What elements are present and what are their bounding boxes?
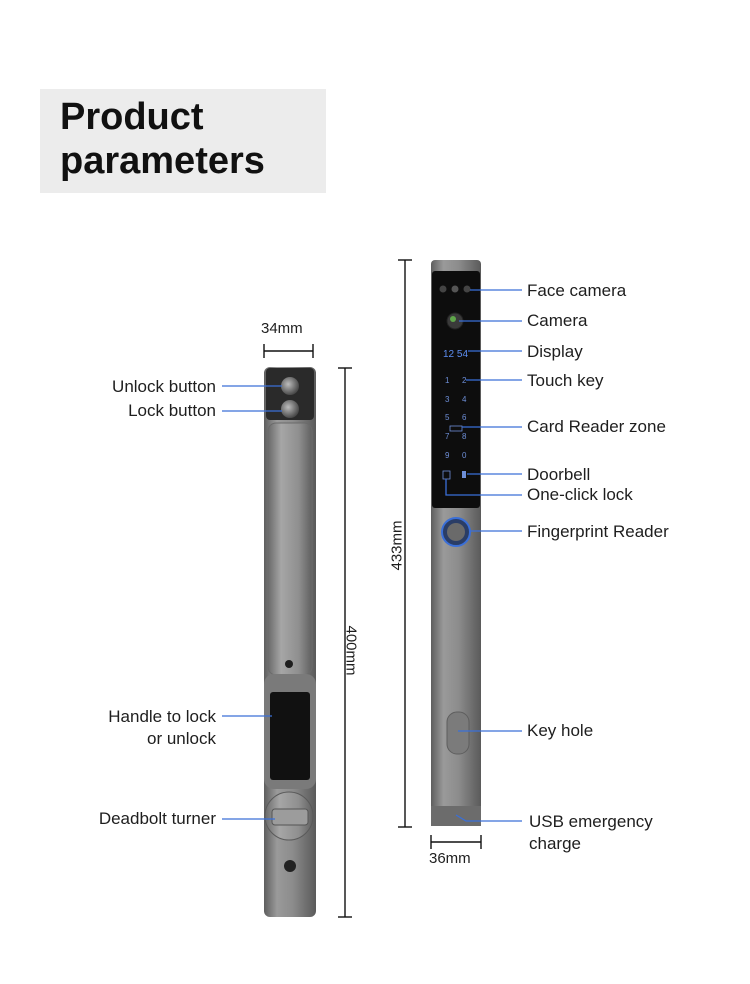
svg-text:5: 5: [445, 413, 450, 422]
leader-lines: [222, 289, 522, 822]
dim-left-height: 400mm: [342, 625, 360, 676]
inner-lock-body: [264, 367, 316, 917]
label-card-reader: Card Reader zone: [527, 417, 666, 436]
screw-hole: [285, 660, 293, 668]
deadbolt-turner-shape: [271, 808, 309, 826]
doorbell-icon: [462, 471, 466, 478]
label-usb-line1: USB emergency: [529, 812, 653, 831]
svg-text:4: 4: [462, 395, 467, 404]
dimension-lines: [263, 259, 482, 918]
dim-right-height: 433mm: [388, 520, 406, 571]
svg-text:6: 6: [462, 413, 467, 422]
label-fingerprint: Fingerprint Reader: [527, 522, 669, 541]
svg-text:8: 8: [462, 432, 467, 441]
label-one-click-lock: One-click lock: [527, 485, 633, 504]
svg-text:0: 0: [462, 451, 467, 460]
label-lock-button: Lock button: [128, 401, 216, 420]
usb-cover: [431, 806, 481, 826]
svg-text:1: 1: [445, 376, 450, 385]
display-time: 12 54: [443, 349, 468, 360]
title-line-2: parameters: [60, 140, 265, 182]
face-camera-lens-right: [463, 285, 471, 293]
upper-panel: [267, 422, 313, 676]
label-unlock-button: Unlock button: [112, 377, 216, 396]
label-camera: Camera: [527, 311, 588, 330]
title-box: Product parameters: [40, 89, 326, 193]
unlock-button-shape: [281, 377, 299, 395]
dim-right-width: 36mm: [429, 850, 471, 867]
fingerprint-sensor: [447, 523, 465, 541]
face-camera-lens-mid: [451, 285, 459, 293]
keypad: 1 2 3 4 5 6 7 8 9 0: [445, 376, 467, 460]
dim-left-width: 34mm: [261, 320, 303, 337]
label-usb-line2: charge: [529, 834, 581, 853]
title-line-1: Product: [60, 96, 204, 138]
camera-indicator: [450, 316, 456, 322]
label-doorbell: Doorbell: [527, 465, 591, 484]
label-display: Display: [527, 342, 583, 361]
svg-text:2: 2: [462, 376, 467, 385]
handle-shape: [270, 692, 310, 780]
label-handle-line2: or unlock: [147, 729, 216, 748]
label-touch-key: Touch key: [527, 371, 604, 390]
label-face-camera: Face camera: [527, 281, 627, 300]
card-reader-icon: [449, 425, 463, 432]
front-panel: [432, 271, 480, 508]
svg-text:3: 3: [445, 395, 450, 404]
outer-lock-body: 12 54 1 2 3 4 5 6 7 8 9 0: [431, 260, 481, 826]
svg-text:7: 7: [445, 432, 450, 441]
key-hole-cover: [446, 711, 470, 755]
label-deadbolt: Deadbolt turner: [98, 809, 216, 828]
label-key-hole: Key hole: [527, 721, 594, 740]
lock-button-shape: [281, 400, 299, 418]
svg-text:9: 9: [445, 451, 450, 460]
face-camera-lens-left: [439, 285, 447, 293]
bottom-screw: [284, 860, 296, 872]
label-handle-line1: Handle to lock: [108, 707, 216, 726]
